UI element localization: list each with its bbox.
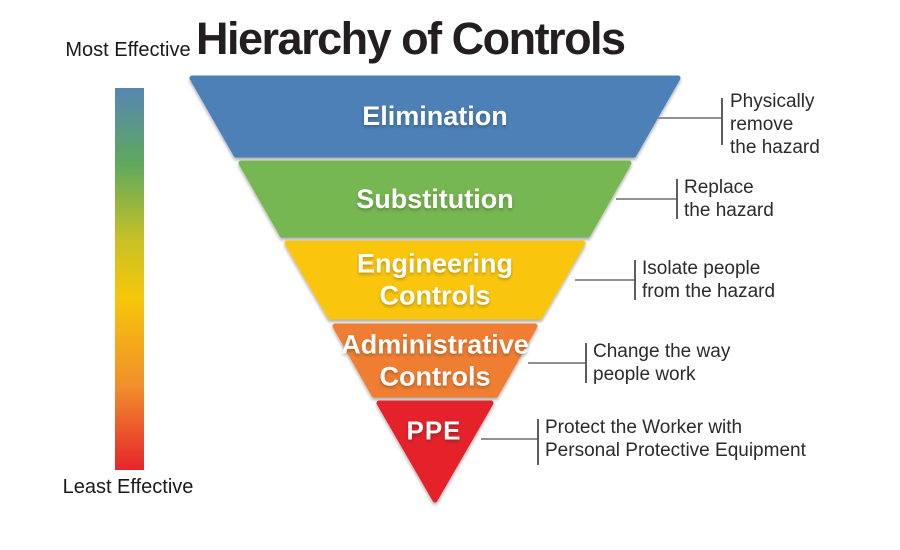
level-substitution-shape: [238, 160, 632, 238]
administrative-controls-connector-tick: [585, 343, 587, 383]
elimination-connector-tick: [721, 98, 723, 145]
administrative-controls-connector-line: [528, 362, 586, 364]
least-effective-label: Least Effective: [62, 476, 194, 498]
description-line: from the hazard: [642, 281, 776, 302]
engineering-controls-connector-tick: [634, 260, 636, 300]
description-line: Change the way: [593, 341, 731, 362]
elimination-description: Physically remove the hazard: [730, 90, 820, 159]
description-line: people work: [593, 364, 696, 385]
description-line: Isolate people: [642, 258, 761, 279]
level-ppe-shape: [376, 400, 494, 503]
level-administrative-controls-shape: [332, 323, 538, 398]
description-line: the hazard: [684, 200, 774, 221]
description-line: remove: [730, 114, 794, 135]
ppe-connector-line: [481, 438, 538, 440]
description-line: the hazard: [730, 137, 820, 158]
page-title: Hierarchy of Controls: [196, 13, 626, 64]
substitution-connector-line: [616, 198, 676, 200]
level-label-administrative-controls: Administrative Controls: [341, 329, 529, 392]
engineering-controls-connector-line: [575, 279, 635, 281]
level-elimination-shape: [189, 75, 681, 158]
level-label-ppe: PPE: [406, 415, 462, 446]
substitution-connector-tick: [676, 179, 678, 219]
description-line: Replace: [684, 177, 754, 198]
level-label-engineering-controls: Engineering Controls: [356, 248, 513, 311]
level-label-elimination: Elimination: [362, 100, 508, 131]
description-line: Physically: [730, 91, 815, 112]
substitution-description: Replace the hazard: [684, 176, 774, 222]
ppe-connector-tick: [537, 419, 539, 465]
description-line: Personal Protective Equipment: [545, 440, 806, 461]
description-line: Protect the Worker with: [545, 417, 743, 438]
most-effective-label: Most Effective: [65, 39, 191, 61]
ppe-description: Protect the Worker with Personal Protect…: [545, 416, 806, 462]
administrative-controls-description: Change the way people work: [593, 340, 730, 386]
level-engineering-controls-shape: [284, 240, 586, 320]
engineering-controls-description: Isolate people from the hazard: [642, 257, 775, 303]
effectiveness-gradient-bar: [115, 88, 144, 470]
level-label-substitution: Substitution: [356, 183, 514, 214]
elimination-connector-line: [658, 117, 721, 119]
